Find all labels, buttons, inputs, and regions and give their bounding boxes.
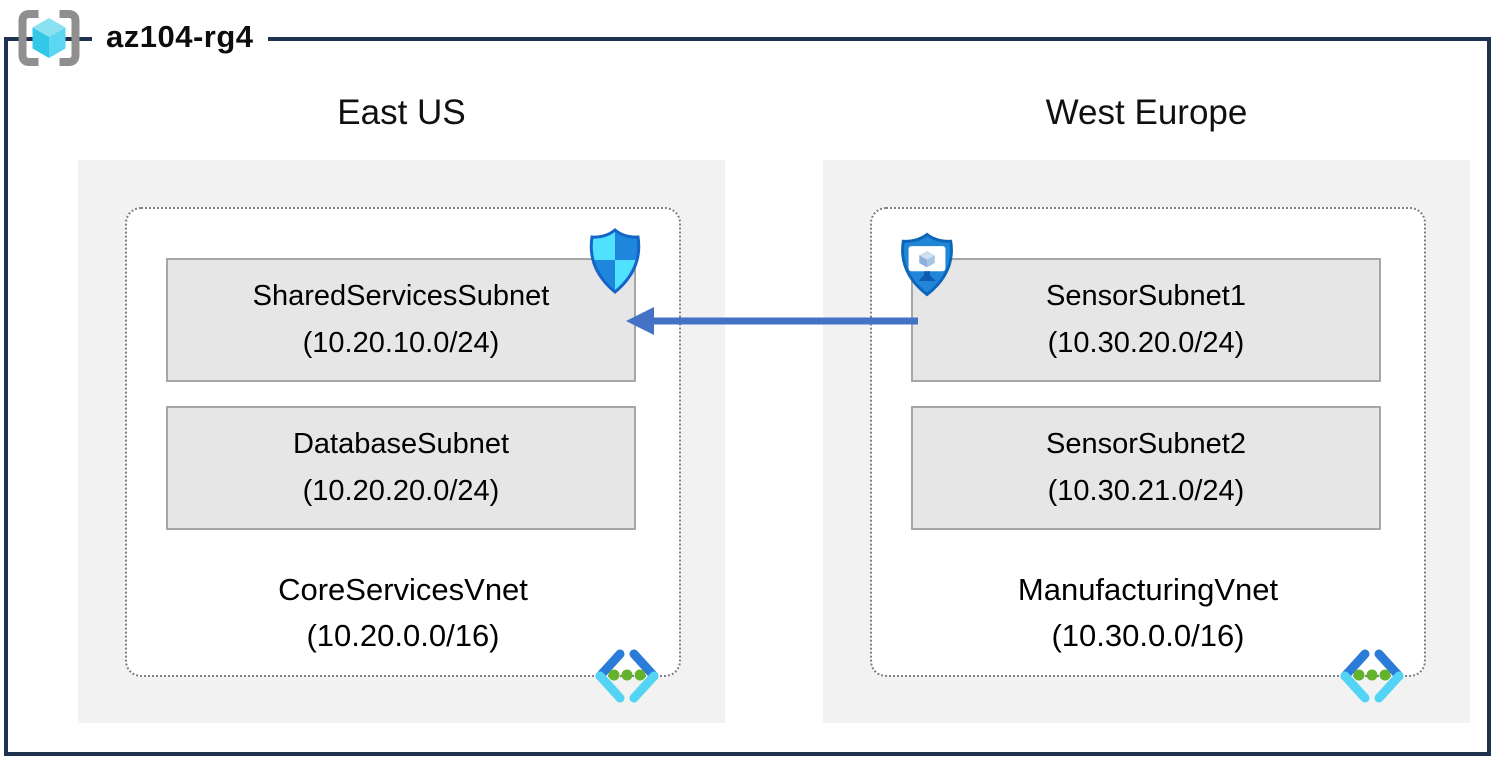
- virtual-network-icon: [595, 649, 659, 703]
- region-title-west-europe: West Europe: [1045, 93, 1248, 132]
- peering-arrow: [626, 307, 918, 335]
- subnet-database: DatabaseSubnet (10.20.20.0/24): [166, 406, 636, 530]
- region-title-east-us: East US: [337, 93, 466, 132]
- subnet-name: SensorSubnet1: [1046, 280, 1246, 312]
- vnet-cidr: (10.30.0.0/16): [1051, 618, 1245, 653]
- subnet-sensor2: SensorSubnet2 (10.30.21.0/24): [911, 406, 1381, 530]
- subnet-cidr: (10.20.10.0/24): [302, 327, 500, 359]
- resource-group-frame: [4, 37, 1491, 756]
- vnet-manufacturing: SensorSubnet1 (10.30.20.0/24) SensorSubn…: [870, 207, 1426, 703]
- subnet-name: DatabaseSubnet: [292, 428, 510, 460]
- subnet-sensor1: SensorSubnet1 (10.30.20.0/24): [911, 258, 1381, 382]
- resource-group-icon: [18, 10, 80, 66]
- virtual-network-icon: [1340, 649, 1404, 703]
- subnet-cidr: (10.30.21.0/24): [1047, 475, 1245, 507]
- network-security-shield-icon: [589, 228, 641, 294]
- vnet-name: CoreServicesVnet: [278, 572, 528, 607]
- vnet-label-coreservices: CoreServicesVnet (10.20.0.0/16): [127, 567, 679, 659]
- subnet-cidr: (10.30.20.0/24): [1047, 327, 1245, 359]
- resource-group-title: az104-rg4: [92, 10, 268, 64]
- subnet-sharedservices: SharedServicesSubnet (10.20.10.0/24): [166, 258, 636, 382]
- shielded-workstation-icon: [901, 232, 953, 297]
- subnet-cidr: (10.20.20.0/24): [302, 475, 500, 507]
- vnet-name: ManufacturingVnet: [1017, 572, 1279, 607]
- subnet-name: SharedServicesSubnet: [252, 280, 550, 312]
- vnet-label-manufacturing: ManufacturingVnet (10.30.0.0/16): [872, 567, 1424, 659]
- vnet-cidr: (10.20.0.0/16): [306, 618, 500, 653]
- vnet-coreservices: SharedServicesSubnet (10.20.10.0/24) Dat…: [125, 207, 681, 703]
- subnet-name: SensorSubnet2: [1046, 428, 1246, 460]
